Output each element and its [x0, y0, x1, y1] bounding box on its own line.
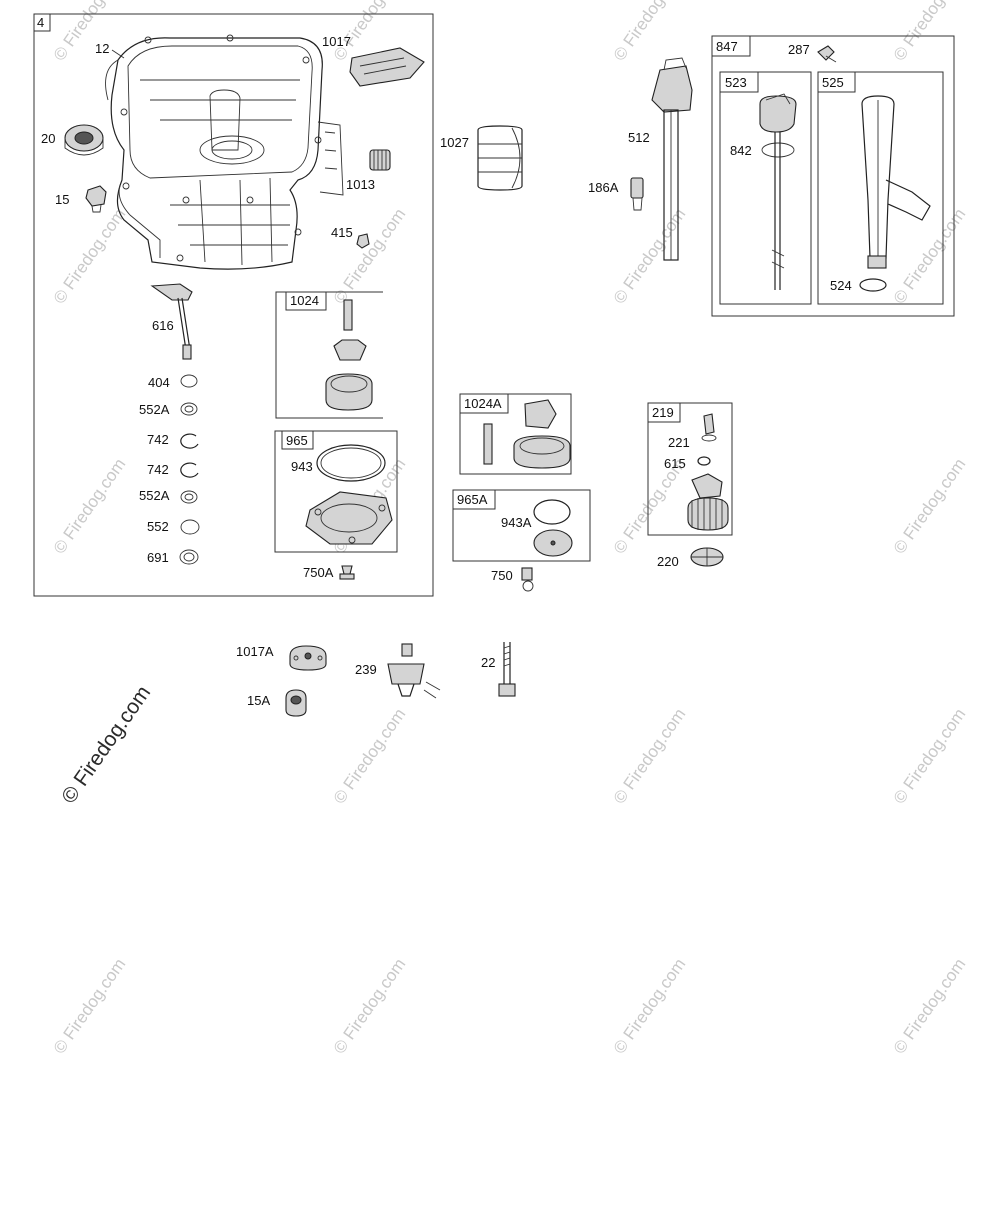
part-1027-drawing: [477, 125, 523, 191]
part-labels: 12 1017 20 15 1013 415 616 404 552A 742 …: [41, 34, 852, 708]
group-4-label: 4: [37, 15, 44, 30]
group-1024-label: 1024: [290, 293, 319, 308]
part-label-691: 691: [147, 550, 169, 565]
part-15-drawing: [85, 185, 107, 213]
part-label-15: 15: [55, 192, 69, 207]
part-drawings: [64, 34, 931, 717]
part-label-20: 20: [41, 131, 55, 146]
part-1017A-drawing: [289, 645, 327, 671]
part-15A-drawing: [285, 689, 307, 717]
part-label-742-b: 742: [147, 462, 169, 477]
part-1013-drawing: [369, 149, 391, 171]
part-label-842: 842: [730, 143, 752, 158]
group-965A-label: 965A: [457, 492, 488, 507]
part-523-drawing: [759, 93, 797, 290]
part-label-943: 943: [291, 459, 313, 474]
watermark: © Firedog.com: [330, 955, 410, 1057]
part-label-750A: 750A: [303, 565, 334, 580]
part-750A-drawing: [339, 565, 355, 580]
part-label-615: 615: [664, 456, 686, 471]
part-label-616: 616: [152, 318, 174, 333]
part-washers-drawing: [179, 374, 200, 565]
part-239-drawing: [387, 643, 441, 699]
part-label-552A-b: 552A: [139, 488, 170, 503]
part-186A-drawing: [630, 177, 644, 211]
part-label-552: 552: [147, 519, 169, 534]
part-415-drawing: [356, 233, 370, 249]
watermark: © Firedog.com: [890, 955, 970, 1057]
part-label-742: 742: [147, 432, 169, 447]
watermark: © Firedog.com: [610, 705, 690, 807]
part-label-12: 12: [95, 41, 109, 56]
part-1024A-drawing: [483, 399, 571, 469]
part-label-750: 750: [491, 568, 513, 583]
watermark: © Firedog.com: [610, 955, 690, 1057]
part-219-drawing: [687, 413, 729, 531]
part-label-1017: 1017: [322, 34, 351, 49]
group-219-label: 219: [652, 405, 674, 420]
watermark: © Firedog.com: [50, 955, 130, 1057]
part-750-drawing: [521, 567, 534, 592]
watermark: © Firedog.com: [890, 0, 970, 64]
part-label-220: 220: [657, 554, 679, 569]
watermark: © Firedog.com: [330, 705, 410, 807]
part-label-1017A: 1017A: [236, 644, 274, 659]
part-label-15A: 15A: [247, 693, 270, 708]
part-label-1013: 1013: [346, 177, 375, 192]
watermark: © Firedog.com: [50, 0, 130, 64]
part-label-512: 512: [628, 130, 650, 145]
part-label-943A: 943A: [501, 515, 532, 530]
part-965-drawing: [305, 444, 393, 545]
part-label-221: 221: [668, 435, 690, 450]
watermark: © Firedog.com: [610, 0, 690, 64]
part-label-22: 22: [481, 655, 495, 670]
part-label-524: 524: [830, 278, 852, 293]
watermark-main: © Firedog.com: [57, 682, 155, 808]
part-label-552A: 552A: [139, 402, 170, 417]
group-525-label: 525: [822, 75, 844, 90]
part-1017-drawing: [349, 47, 425, 87]
watermark: © Firedog.com: [890, 455, 970, 557]
part-512-drawing: [651, 57, 693, 261]
part-220-drawing: [690, 547, 724, 567]
group-523-label: 523: [725, 75, 747, 90]
part-20-drawing: [64, 124, 104, 156]
part-label-415: 415: [331, 225, 353, 240]
part-label-1027: 1027: [440, 135, 469, 150]
part-616-drawing: [150, 283, 193, 360]
part-1024-drawing: [325, 299, 373, 411]
group-boxes: 4 1024 965 1024A 965A 219 847 523 525: [33, 13, 955, 597]
part-label-404: 404: [148, 375, 170, 390]
crankcase-cover-drawing: [105, 34, 344, 270]
group-1024A-label: 1024A: [464, 396, 502, 411]
watermark: © Firedog.com: [890, 205, 970, 307]
group-847-label: 847: [716, 39, 738, 54]
watermark: © Firedog.com: [50, 205, 130, 307]
group-965-label: 965: [286, 433, 308, 448]
part-965A-drawing: [533, 499, 573, 557]
part-label-239: 239: [355, 662, 377, 677]
part-287-drawing: [817, 45, 837, 63]
part-22-drawing: [498, 642, 516, 697]
part-label-186A: 186A: [588, 180, 619, 195]
watermark: © Firedog.com: [890, 705, 970, 807]
watermark: © Firedog.com: [50, 455, 130, 557]
part-label-287: 287: [788, 42, 810, 57]
part-525-drawing: [859, 95, 931, 292]
